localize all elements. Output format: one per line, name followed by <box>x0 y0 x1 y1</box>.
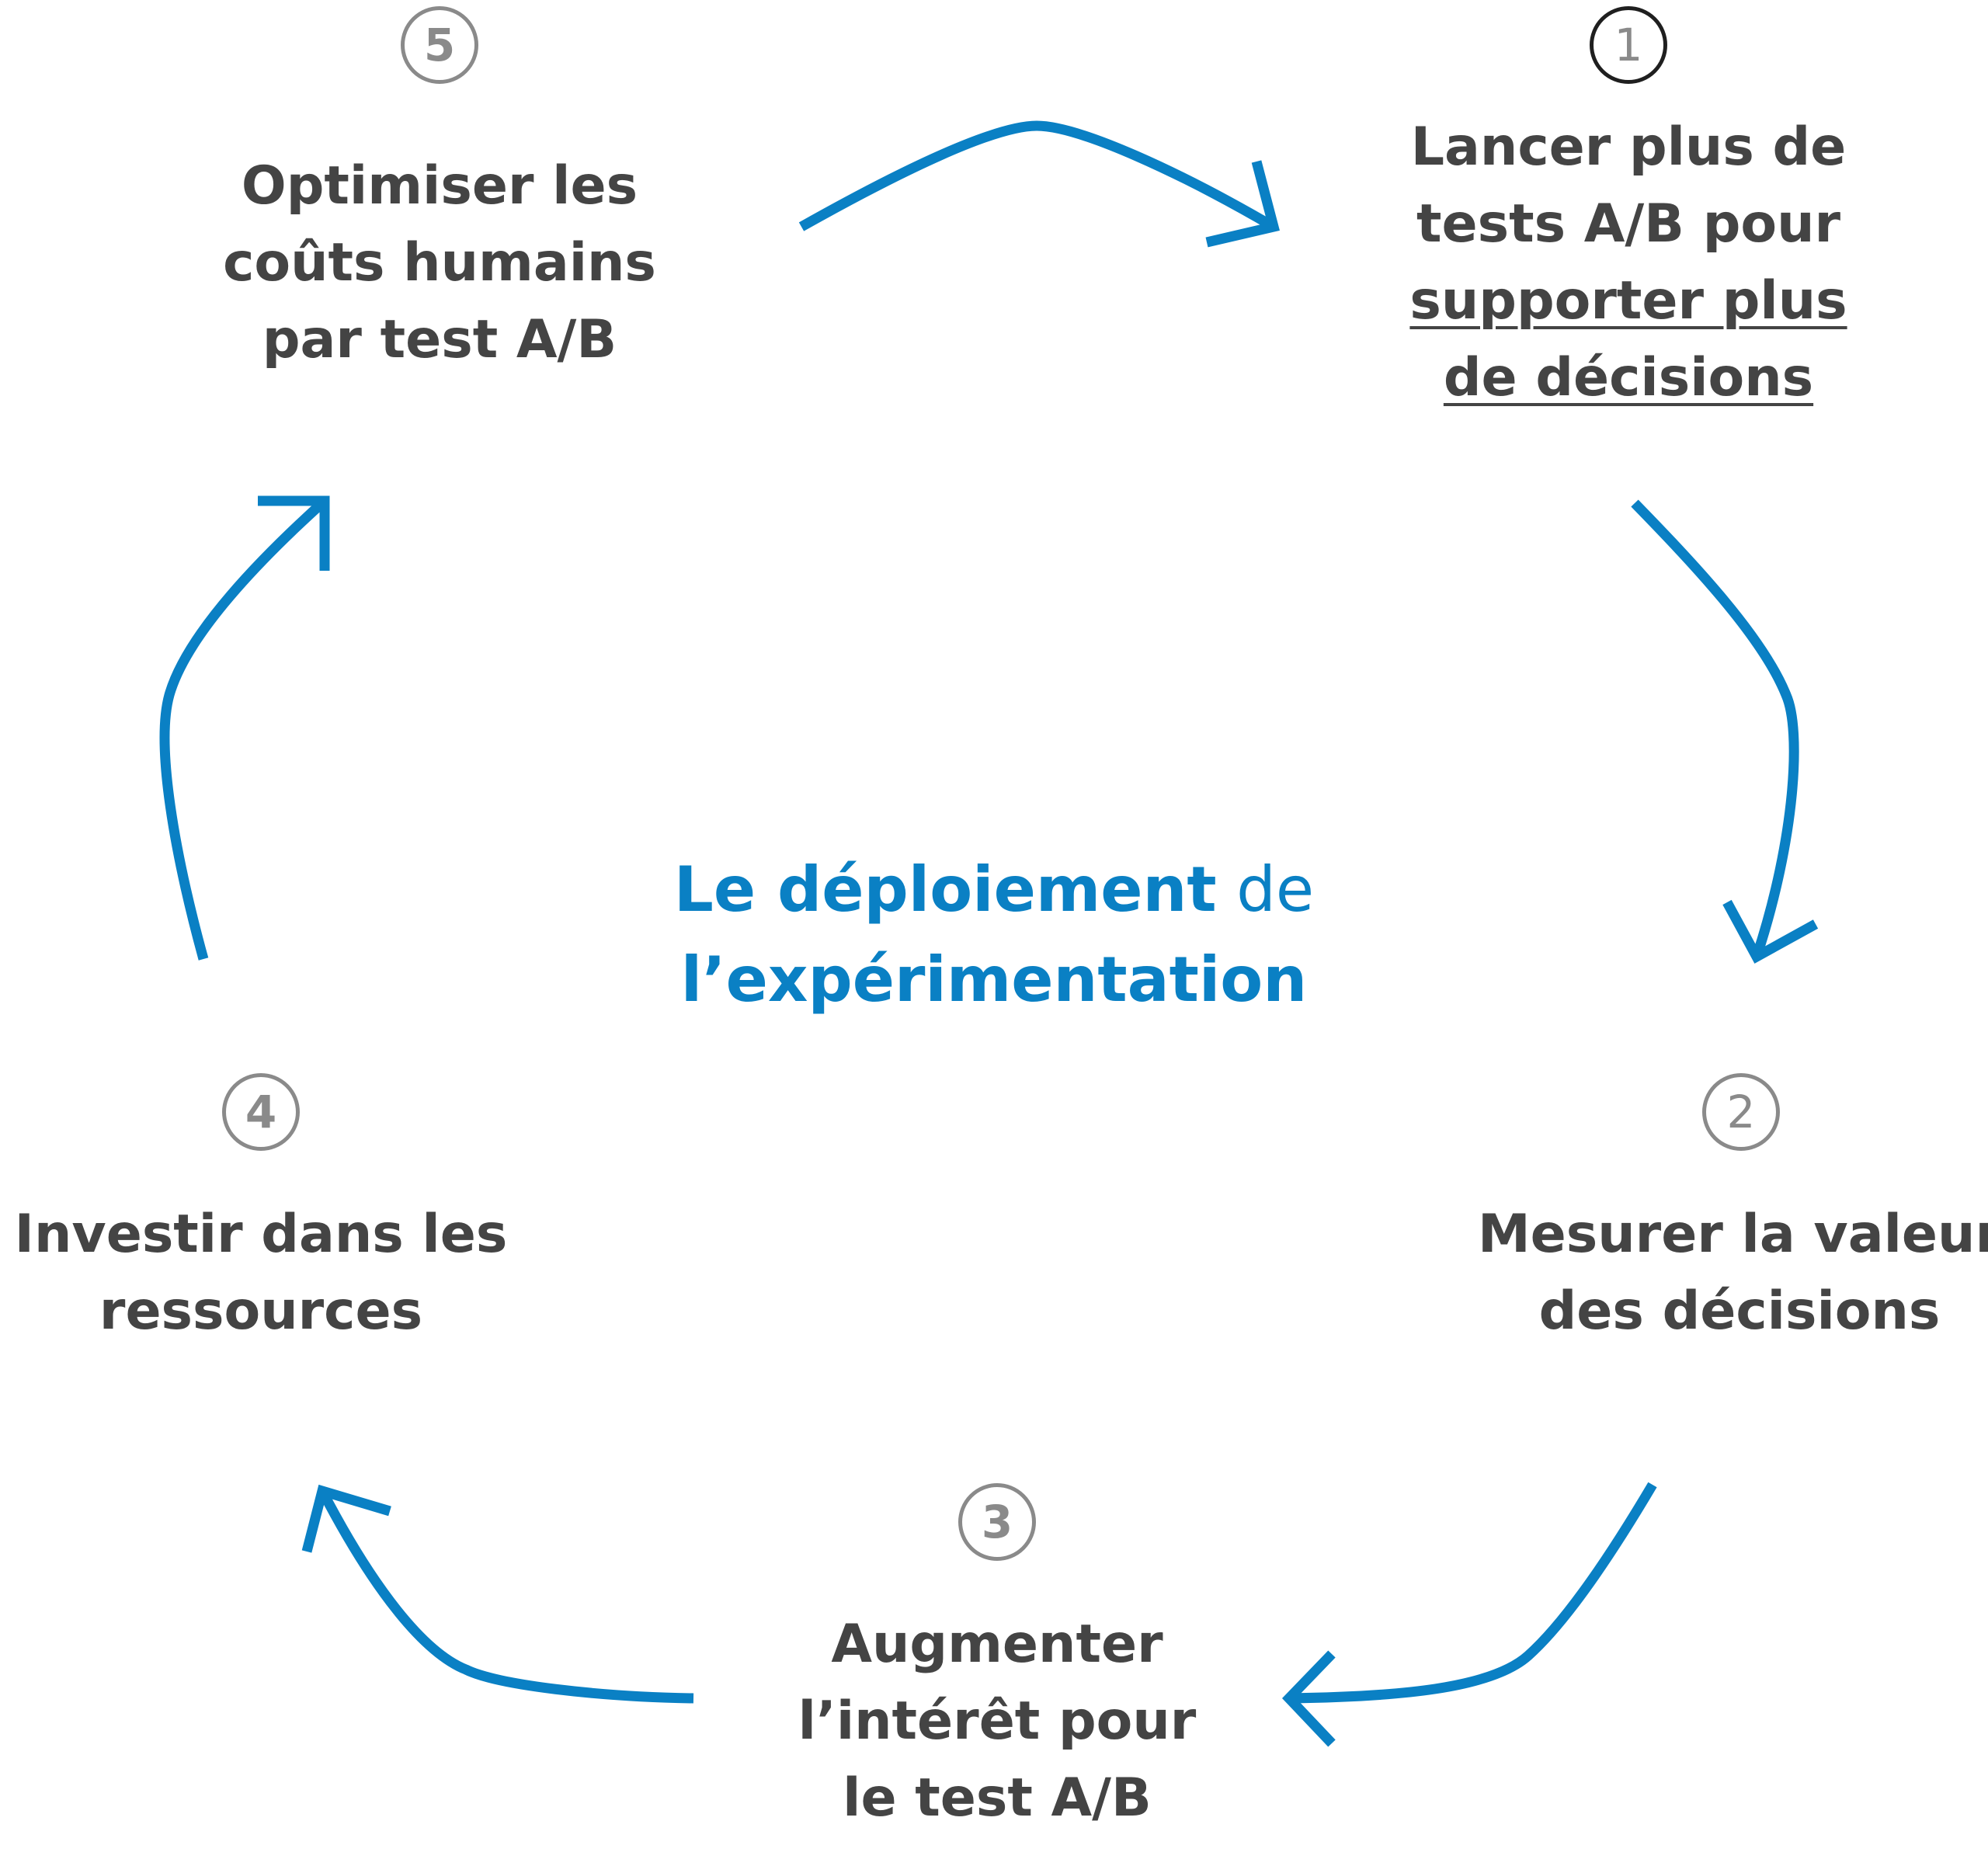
diagram-title-strong-1: Le déploiement <box>673 853 1217 926</box>
step-3-number: 3 <box>958 1483 1036 1561</box>
step-3-line-2: l’intérêt pour <box>798 1691 1197 1752</box>
diagram-title-line-2: l’expérimentation <box>606 935 1382 1025</box>
diagram-title-strong-2: l’expérimentation <box>680 943 1308 1016</box>
step-3-label: Augmenter l’intérêt pour le test A/B <box>777 1606 1218 1837</box>
step-3-line-1: Augmenter <box>831 1614 1163 1675</box>
step-5-line-3: par test A/B <box>262 309 617 370</box>
step-4-line-1: Investir dans les <box>14 1204 508 1265</box>
arrow-1-to-2-head <box>1722 899 1819 964</box>
arrow-1-to-2 <box>1631 499 1799 959</box>
step-5-line-2: coûts humains <box>223 232 656 294</box>
step-3-line-3: le test A/B <box>843 1767 1152 1829</box>
arrow-5-to-1-head <box>1205 160 1280 248</box>
arrow-2-to-3-head <box>1282 1650 1336 1747</box>
arrow-3-to-4-head <box>301 1484 391 1553</box>
step-4-label: Investir dans les ressources <box>0 1196 522 1350</box>
step-1-line-4: de décisions <box>1443 347 1814 408</box>
arrow-4-to-5 <box>159 497 328 961</box>
step-1-number: 1 <box>1590 6 1667 84</box>
diagram-title-line-1: Le déploiement de <box>606 845 1382 935</box>
step-1-line-2: tests A/B pour <box>1416 193 1841 255</box>
arrow-2-to-3 <box>1288 1482 1657 1704</box>
step-2-number: 2 <box>1702 1073 1780 1151</box>
step-4-number: 4 <box>222 1073 300 1151</box>
step-1-line-3: supporter plus <box>1409 270 1847 332</box>
step-2-line-2: des décisions <box>1538 1281 1941 1342</box>
diagram-title-light: de <box>1236 853 1315 926</box>
step-2-line-1: Mesurer la valeur <box>1478 1204 1988 1265</box>
arrow-4-to-5-head <box>258 495 330 571</box>
step-5-line-1: Optimiser les <box>241 155 638 217</box>
step-1-line-1: Lancer plus de <box>1410 116 1847 178</box>
arrow-5-to-1 <box>798 120 1277 231</box>
diagram-title: Le déploiement de l’expérimentation <box>606 845 1382 1025</box>
arrow-3-to-4 <box>318 1489 694 1704</box>
step-5-number: 5 <box>401 6 478 84</box>
step-2-label: Mesurer la valeur des décisions <box>1468 1196 1988 1350</box>
step-1-label: Lancer plus de tests A/B pour supporter … <box>1382 109 1875 416</box>
step-5-label: Optimiser les coûts humains par test A/B <box>217 148 662 378</box>
step-4-line-2: ressources <box>99 1281 423 1342</box>
